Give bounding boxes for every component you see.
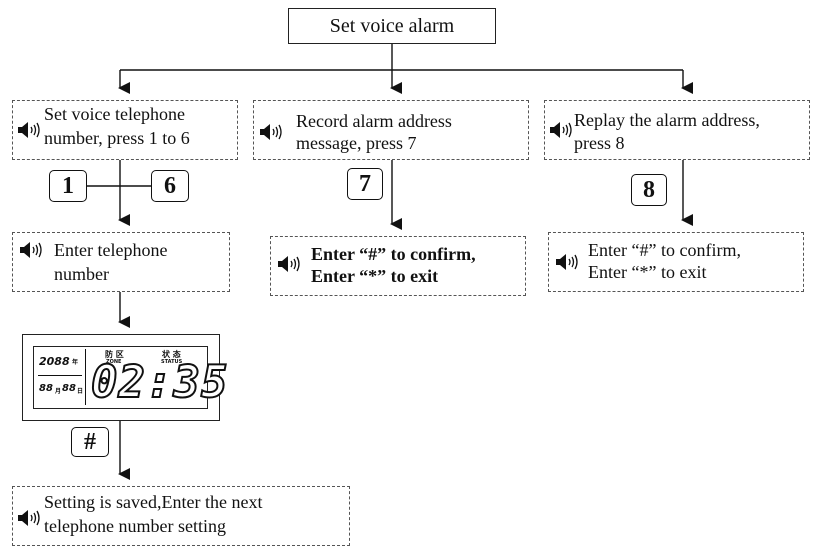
- lcd-divider-h: [38, 375, 82, 376]
- lcd-status-en: STATUS: [161, 359, 183, 365]
- middle-prompt-box: [253, 100, 529, 160]
- speaker-icon: [18, 510, 40, 526]
- speaker-icon: [20, 242, 42, 258]
- left-prompt-line2: number, press 1 to 6: [44, 128, 190, 148]
- middle-result-line1: Enter “#” to confirm,: [311, 244, 476, 264]
- lcd-month-unit: 月: [55, 388, 62, 395]
- lcd-time: 02:35: [90, 357, 229, 408]
- right-result-box: [548, 232, 804, 292]
- left-final-box: [12, 486, 350, 546]
- title-label: Set voice alarm: [329, 14, 455, 37]
- left-prompt-line1: Set voice telephone: [44, 104, 185, 124]
- middle-prompt-line1: Record alarm address: [296, 111, 452, 131]
- key-8: 8: [631, 174, 667, 206]
- key-1: 1: [49, 170, 87, 202]
- speaker-icon: [260, 124, 282, 140]
- left-prompt-box: [12, 100, 238, 160]
- left-enter-line1: Enter telephone: [54, 240, 168, 260]
- lcd-zone-cn: 防 区: [105, 350, 124, 359]
- key-hash: #: [71, 427, 109, 457]
- lcd-zone-en: ZONE: [106, 359, 122, 365]
- left-enter-box: [12, 232, 230, 292]
- lcd-year-unit: 年: [72, 359, 79, 366]
- left-final-line1: Setting is saved,Enter the next: [44, 492, 263, 512]
- right-prompt-line1: Replay the alarm address,: [574, 110, 760, 130]
- speaker-icon: [18, 122, 40, 138]
- lcd-display-panel: 2088 年 88 月 88 日 防 区 ZONE 状 态 STATUS 02:…: [22, 334, 228, 421]
- left-enter-line2: number: [54, 264, 109, 284]
- lcd-divider-v: [85, 349, 86, 405]
- lcd-month: 88: [39, 383, 53, 394]
- right-result-line1: Enter “#” to confirm,: [588, 240, 741, 260]
- key-6: 6: [151, 170, 189, 202]
- lcd-year: 2088: [39, 355, 70, 368]
- speaker-icon: [550, 122, 572, 138]
- key-7: 7: [347, 168, 383, 200]
- right-prompt-box: [544, 100, 810, 160]
- middle-result-box: [270, 236, 526, 296]
- speaker-icon: [278, 256, 300, 272]
- middle-prompt-line2: message, press 7: [296, 133, 417, 153]
- left-final-line2: telephone number setting: [44, 516, 226, 536]
- lcd-screen: 2088 年 88 月 88 日 防 区 ZONE 状 态 STATUS 02:…: [33, 346, 228, 409]
- lcd-status-cn: 状 态: [162, 350, 181, 359]
- speaker-icon: [556, 254, 578, 270]
- lcd-day-unit: 日: [77, 388, 84, 395]
- right-prompt-line2: press 8: [574, 133, 625, 153]
- lcd-day: 88: [62, 383, 76, 394]
- title-box: Set voice alarm: [288, 8, 496, 44]
- right-result-line2: Enter “*” to exit: [588, 262, 707, 282]
- middle-result-line2: Enter “*” to exit: [311, 266, 439, 286]
